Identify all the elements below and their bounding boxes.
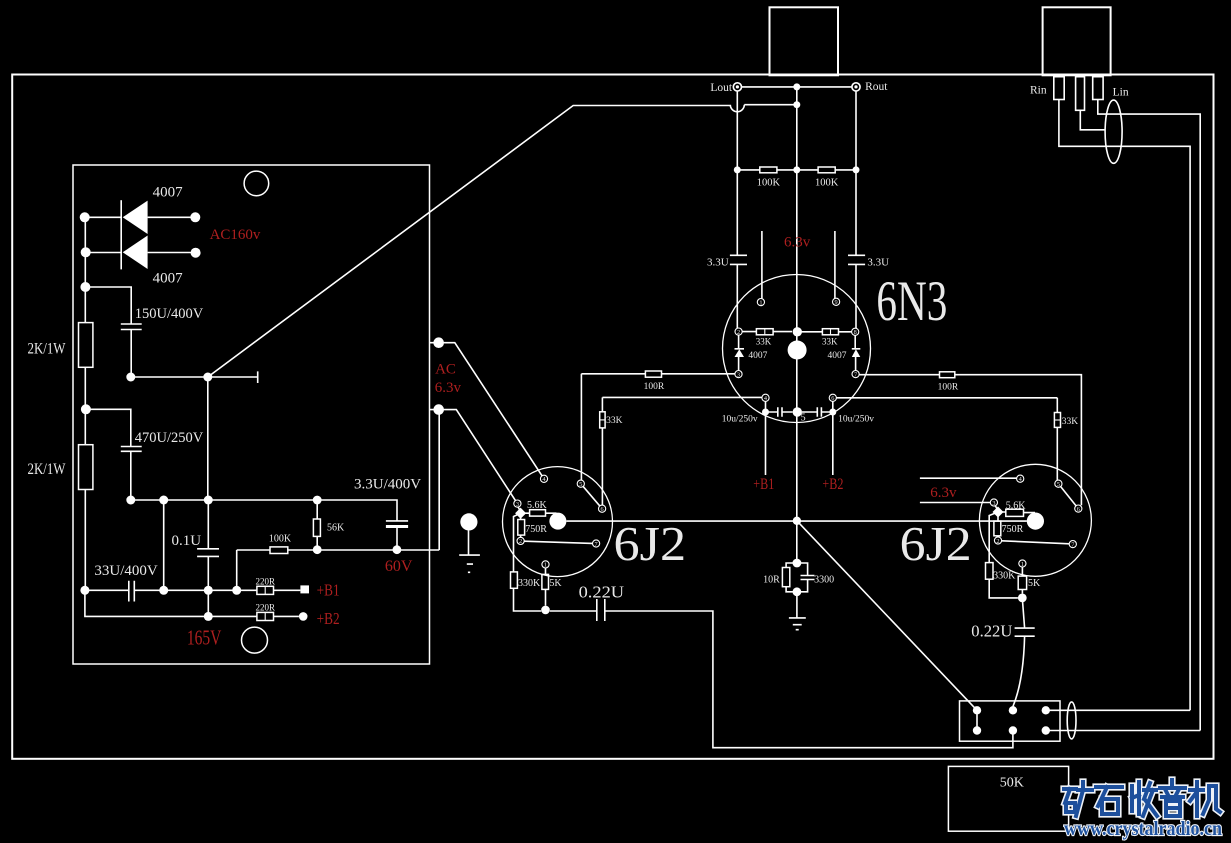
svg-text:7: 7 <box>595 541 598 548</box>
svg-text:100R: 100R <box>938 383 959 393</box>
svg-text:4: 4 <box>764 395 768 402</box>
svg-text:33K: 33K <box>756 337 772 347</box>
svg-text:9: 9 <box>835 299 838 306</box>
svg-text:750R: 750R <box>525 524 547 535</box>
svg-text:4007: 4007 <box>828 351 847 361</box>
svg-text:220R: 220R <box>255 603 275 613</box>
svg-text:Lin: Lin <box>1113 87 1129 99</box>
svg-text:7: 7 <box>1071 541 1074 548</box>
svg-text:8: 8 <box>854 329 857 336</box>
svg-text:100K: 100K <box>815 177 839 188</box>
svg-text:50K: 50K <box>1000 776 1024 791</box>
svg-text:33K: 33K <box>1062 417 1079 427</box>
svg-text:6J2: 6J2 <box>614 516 687 571</box>
svg-text:Rout: Rout <box>865 81 888 93</box>
svg-text:4007: 4007 <box>153 271 184 287</box>
svg-text:33K: 33K <box>822 337 838 347</box>
svg-text:AC160v: AC160v <box>210 227 261 243</box>
svg-text:6N3: 6N3 <box>876 270 947 333</box>
svg-text:3.3U: 3.3U <box>707 257 729 269</box>
svg-text:5: 5 <box>1057 481 1060 488</box>
svg-text:2: 2 <box>519 538 522 545</box>
svg-text:1: 1 <box>759 299 762 306</box>
svg-text:150U/400V: 150U/400V <box>135 306 204 322</box>
svg-text:+B1: +B1 <box>753 476 774 493</box>
svg-text:60V: 60V <box>385 558 413 575</box>
svg-text:5K: 5K <box>1028 578 1041 589</box>
svg-text:6.3v: 6.3v <box>784 234 811 250</box>
svg-text:3.3U: 3.3U <box>867 257 889 269</box>
svg-text:0.22U: 0.22U <box>579 583 625 602</box>
svg-text:4: 4 <box>1019 476 1023 483</box>
svg-text:330K: 330K <box>993 571 1016 582</box>
svg-text:750R: 750R <box>1002 524 1024 535</box>
svg-text:3: 3 <box>992 500 995 507</box>
svg-text:1: 1 <box>1021 561 1024 568</box>
svg-text:7: 7 <box>854 371 857 378</box>
svg-text:4: 4 <box>542 476 546 483</box>
svg-text:5.6K: 5.6K <box>527 500 548 511</box>
svg-text:AC: AC <box>435 361 456 377</box>
svg-text:3.3U/400V: 3.3U/400V <box>354 477 421 493</box>
svg-text:33K: 33K <box>606 416 623 426</box>
svg-text:56K: 56K <box>327 522 345 533</box>
svg-text:Rin: Rin <box>1030 85 1047 97</box>
svg-text:Lout: Lout <box>710 82 733 94</box>
svg-text:10R: 10R <box>763 574 780 585</box>
svg-text:470U/250V: 470U/250V <box>135 430 204 446</box>
svg-text:10u/250v: 10u/250v <box>722 415 758 425</box>
svg-text:www.crystalradio.cn: www.crystalradio.cn <box>1064 818 1223 840</box>
svg-text:6J2: 6J2 <box>900 516 972 571</box>
svg-text:3: 3 <box>516 501 519 508</box>
svg-text:www.crystalradio.cn: www.crystalradio.cn <box>1064 818 1223 840</box>
svg-text:+B2: +B2 <box>317 609 340 628</box>
svg-text:6: 6 <box>601 506 604 513</box>
svg-text:220R: 220R <box>255 577 275 587</box>
svg-text:2: 2 <box>996 538 999 545</box>
svg-text:3300: 3300 <box>814 574 834 585</box>
svg-text:330K: 330K <box>518 578 541 589</box>
svg-text:5K: 5K <box>549 578 562 589</box>
svg-text:5: 5 <box>579 481 582 488</box>
svg-text:2: 2 <box>737 329 740 336</box>
svg-text:100K: 100K <box>757 177 781 188</box>
svg-text:6: 6 <box>1077 506 1080 513</box>
svg-text:0.22U: 0.22U <box>971 622 1012 641</box>
svg-text:5.6K: 5.6K <box>1006 501 1027 512</box>
svg-text:0.1U: 0.1U <box>172 533 202 549</box>
svg-text:3: 3 <box>737 371 740 378</box>
svg-text:6.3v: 6.3v <box>435 380 462 396</box>
svg-text:2K/1W: 2K/1W <box>28 461 67 478</box>
svg-text:2K/1W: 2K/1W <box>28 341 67 358</box>
svg-text:6.3v: 6.3v <box>930 485 957 501</box>
svg-text:6: 6 <box>831 395 834 402</box>
svg-text:100R: 100R <box>644 382 665 392</box>
svg-text:4007: 4007 <box>748 351 767 361</box>
svg-text:33U/400V: 33U/400V <box>94 563 157 579</box>
svg-text:5: 5 <box>801 413 806 424</box>
svg-text:10u/250v: 10u/250v <box>838 415 874 425</box>
svg-text:1: 1 <box>544 562 547 569</box>
svg-text:+B2: +B2 <box>822 476 843 493</box>
svg-text:+B1: +B1 <box>317 581 340 600</box>
svg-text:165V: 165V <box>187 625 222 649</box>
svg-text:4007: 4007 <box>153 184 184 200</box>
svg-text:100K: 100K <box>269 534 292 545</box>
